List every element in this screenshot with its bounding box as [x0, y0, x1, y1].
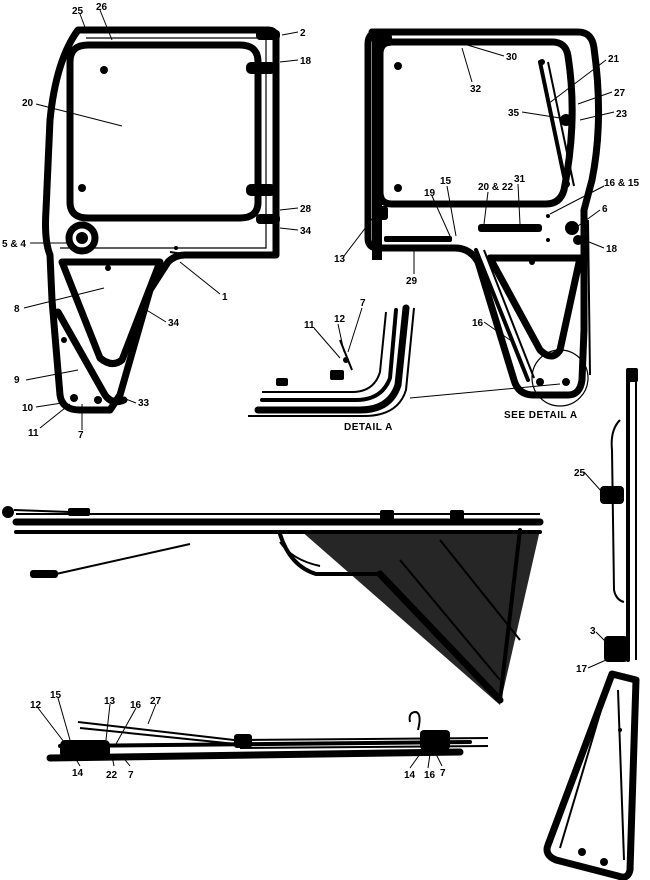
- label-34: 34: [300, 226, 312, 237]
- label-bottom-13: 13: [104, 696, 116, 707]
- label-side-3: 3: [590, 626, 596, 637]
- label-bottom-12: 12: [30, 700, 42, 711]
- label-detail-7: 7: [360, 298, 366, 309]
- label-32: 32: [470, 84, 482, 95]
- top-view-assembly: [2, 506, 544, 705]
- label-26: 26: [96, 2, 108, 13]
- label-side-17: 17: [576, 664, 588, 675]
- label-8: 8: [14, 304, 20, 315]
- label-bottom-15: 15: [50, 690, 62, 701]
- label-13: 13: [334, 254, 346, 265]
- label-bottom-7b: 7: [440, 768, 446, 779]
- callout-labels: 25 26 2 18 20 28 34 5 & 4 1 8 34 9 10 33…: [2, 2, 639, 781]
- label-35: 35: [508, 108, 520, 119]
- label-bottom-22: 22: [106, 770, 118, 781]
- bottom-view-assembly: [37, 697, 489, 769]
- label-6: 6: [602, 204, 608, 215]
- label-1: 1: [222, 292, 228, 303]
- right-door-assembly: [364, 28, 603, 407]
- label-20-and-22: 20 & 22: [478, 182, 513, 193]
- label-5-and-4: 5 & 4: [2, 239, 26, 250]
- label-16: 16: [472, 318, 484, 329]
- label-27: 27: [614, 88, 626, 99]
- label-31: 31: [514, 174, 526, 185]
- right-door-leaders: [343, 43, 615, 341]
- caption-see-detail-a: SEE DETAIL A: [504, 410, 578, 421]
- label-34-lower: 34: [168, 318, 180, 329]
- label-21: 21: [608, 54, 620, 65]
- label-bottom-16: 16: [130, 700, 142, 711]
- label-bottom-7: 7: [128, 770, 134, 781]
- label-7: 7: [78, 430, 84, 441]
- label-25: 25: [72, 6, 84, 17]
- label-15: 15: [440, 176, 452, 187]
- label-23: 23: [616, 109, 628, 120]
- detail-a-assembly: [248, 304, 561, 417]
- label-30: 30: [506, 52, 518, 63]
- label-29: 29: [406, 276, 418, 287]
- label-10: 10: [22, 403, 34, 414]
- label-18-right: 18: [606, 244, 618, 255]
- side-view-assembly: [543, 368, 640, 880]
- label-detail-11: 11: [304, 320, 315, 331]
- label-bottom-16b: 16: [424, 770, 436, 781]
- label-detail-12: 12: [334, 314, 346, 325]
- caption-detail-a: DETAIL A: [344, 422, 393, 433]
- label-28: 28: [300, 204, 312, 215]
- label-bottom-14b: 14: [404, 770, 416, 781]
- label-bottom-27: 27: [150, 696, 162, 707]
- label-20: 20: [22, 98, 34, 109]
- left-door-leaders: [23, 9, 299, 430]
- label-9: 9: [14, 375, 20, 386]
- label-2: 2: [300, 28, 306, 39]
- label-bottom-14: 14: [72, 768, 84, 779]
- label-19: 19: [424, 188, 436, 199]
- label-18: 18: [300, 56, 312, 67]
- left-door-assembly: [42, 26, 280, 414]
- label-11: 11: [28, 428, 39, 439]
- label-16-and-15: 16 & 15: [604, 178, 639, 189]
- label-33: 33: [138, 398, 150, 409]
- label-side-25: 25: [574, 468, 586, 479]
